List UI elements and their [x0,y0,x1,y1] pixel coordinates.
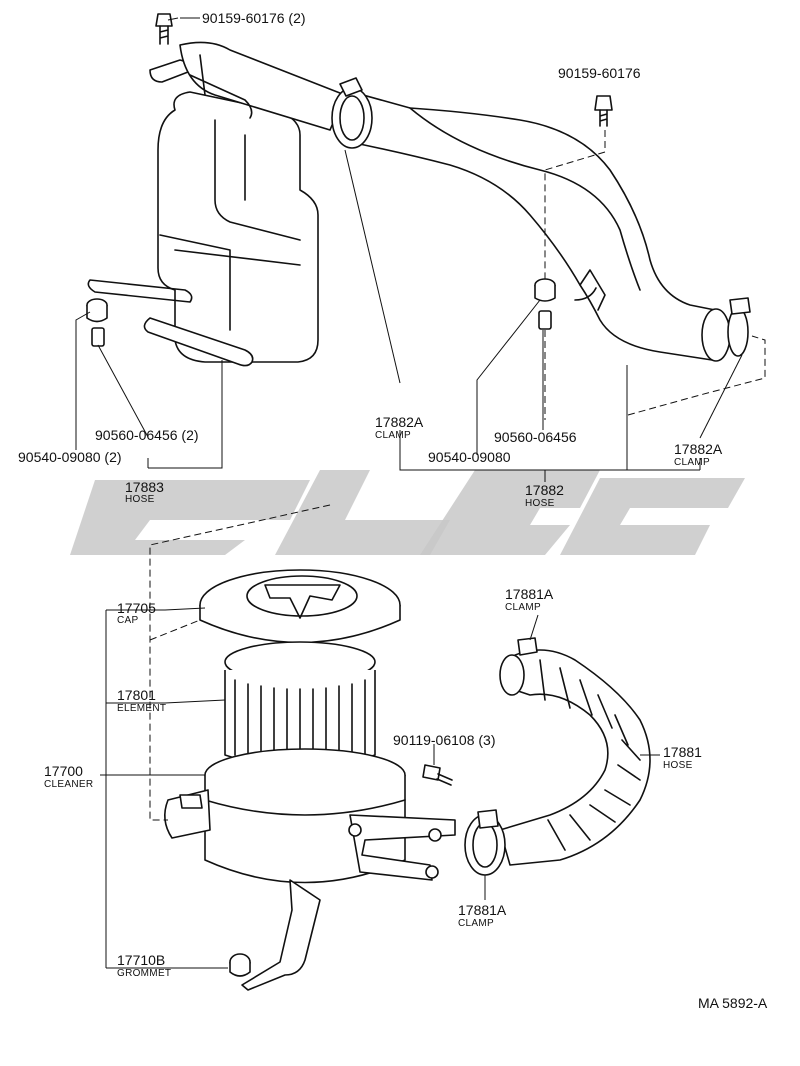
callout-grommet-left: 90540-09080 (2) [18,449,122,465]
callout-hose-17881-name: HOSE [663,760,693,771]
callout-hose-17881-number: 17881 [663,744,702,760]
reservoir-tank-drawing [87,41,346,367]
callout-element-17801-name: ELEMENT [117,703,166,714]
callout-cleaner-17700-name: CLEANER [44,779,93,790]
callout-grommet-17710b-number: 17710B [117,952,165,968]
bolt-icon [422,764,453,786]
callout-cap-17705-name: CAP [117,615,138,626]
callout-cushion-left: 90560-06456 (2) [95,427,199,443]
callout-cap-17705-number: 17705 [117,600,156,616]
callout-cushion-right: 90560-06456 [494,429,577,445]
callout-clamp-17882a-right-number: 17882A [674,441,723,457]
callout-bolt-right: 90159-60176 [558,65,641,81]
bolt-icon [594,95,613,127]
callout-grommet-17710b-name: GROMMET [117,968,171,979]
drawing-code: MA 5892-A [698,995,768,1011]
bolt-icon [155,13,173,45]
callout-clamp-17881a-top-number: 17881A [505,586,554,602]
callout-clamp-17882a-top-number: 17882A [375,414,424,430]
callout-clamp-17881a-bottom-name: CLAMP [458,918,494,929]
callout-clamp-17882a-top-name: CLAMP [375,430,411,441]
callout-clamp-17881a-top-name: CLAMP [505,602,541,613]
grommet-icon [534,278,556,330]
air-cleaner-drawing [164,569,456,991]
leader-lines [75,17,743,969]
callout-hose-17883-number: 17883 [125,479,164,495]
hose-17881-drawing [464,637,651,876]
grommet-icon [229,953,251,977]
callout-element-17801-number: 17801 [117,687,156,703]
callout-grommet-right: 90540-09080 [428,449,511,465]
callout-clamp-17881a-bottom-number: 17881A [458,902,507,918]
watermark-logo: clsc [70,470,745,555]
callout-hose-17882-number: 17882 [525,482,564,498]
callout-labels: 90159-60176 (2) 90159-60176 90560-06456 … [18,10,768,1011]
cushion-icon [86,298,108,347]
callout-bolt-mid: 90119-06108 (3) [393,732,495,748]
callout-clamp-17882a-right-name: CLAMP [674,457,710,468]
callout-bolt-top: 90159-60176 (2) [202,10,306,26]
hose-17882-drawing [331,77,751,362]
callout-hose-17882-name: HOSE [525,498,555,509]
callout-cleaner-17700-number: 17700 [44,763,83,779]
callout-hose-17883-name: HOSE [125,494,155,505]
assembly-dash-lines [149,130,766,821]
